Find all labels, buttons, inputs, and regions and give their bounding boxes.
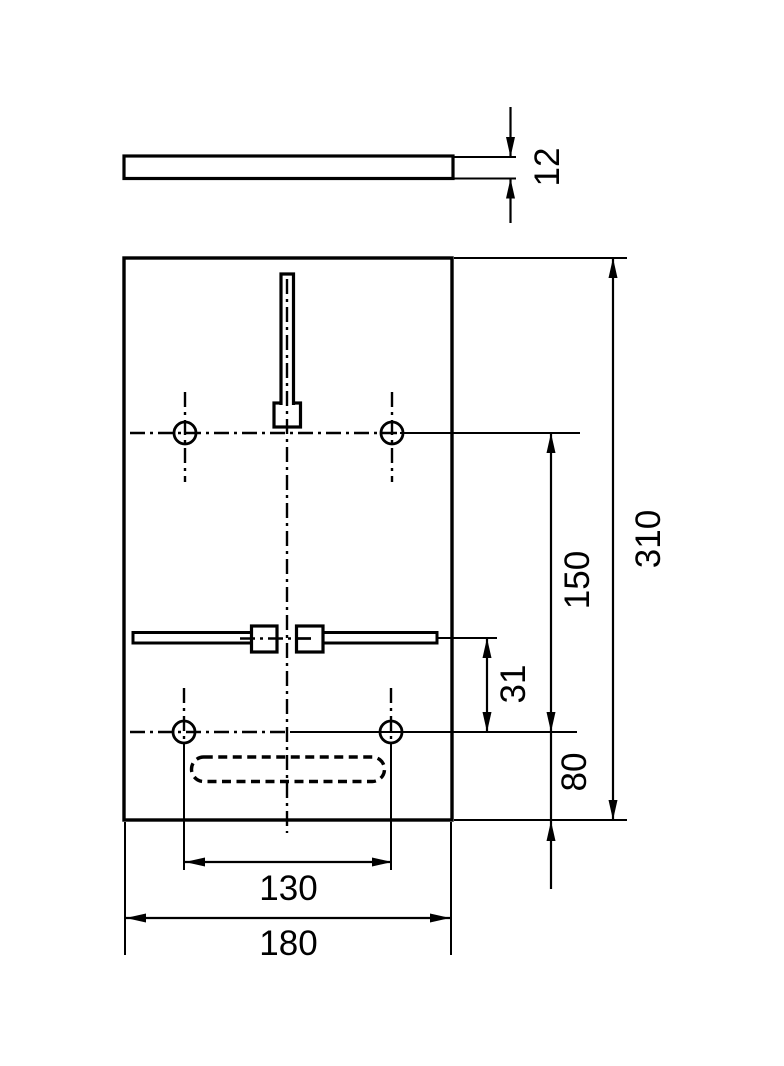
- dim-hole-rows-spacing-label: 150: [558, 551, 597, 609]
- hidden-slot: [189, 755, 387, 784]
- side-view: 12: [122, 107, 567, 223]
- dim-holes-to-bottom-label: 80: [555, 753, 594, 792]
- dim-plate-height-label: 310: [629, 510, 668, 568]
- hole-upper-left: [172, 420, 198, 446]
- dim-hole-rows-spacing: 150: [546, 433, 597, 732]
- arrowhead-down-icon: [546, 712, 556, 732]
- arrowhead-up-icon: [608, 258, 618, 278]
- dim-holes-spacing-label: 130: [259, 869, 317, 908]
- side-view-plate-outline: [122, 154, 455, 181]
- dim-thickness-label: 12: [528, 148, 567, 187]
- slot-bar-left: [131, 631, 254, 645]
- arrowhead-down-icon: [482, 712, 492, 732]
- dim-slot-to-holes-label: 31: [494, 665, 533, 704]
- arrowhead-up-icon: [546, 433, 556, 453]
- slot-bar-right: [321, 631, 439, 645]
- dim-thickness: 12: [453, 107, 567, 223]
- arrowhead-right-icon: [372, 857, 392, 867]
- front-view: [122, 256, 454, 833]
- arrowhead-up-icon: [482, 638, 492, 658]
- centerlines: [130, 279, 400, 833]
- arrowhead-down-icon: [608, 800, 618, 820]
- dim-holes-spacing: 130: [185, 857, 392, 908]
- dim-holes-to-bottom: 80: [546, 732, 594, 889]
- arrowhead-down-icon: [506, 137, 515, 157]
- arrowhead-up-icon: [546, 821, 556, 841]
- arrowhead-up-icon: [506, 178, 515, 199]
- arrowhead-left-icon: [185, 857, 205, 867]
- arrowhead-right-icon: [430, 913, 450, 923]
- dim-plate-width-label: 180: [259, 924, 317, 963]
- dim-plate-width: 180: [126, 913, 450, 963]
- arrowhead-left-icon: [126, 913, 146, 923]
- dim-slot-to-holes: 31: [482, 638, 533, 732]
- dim-plate-height: 310: [608, 258, 668, 820]
